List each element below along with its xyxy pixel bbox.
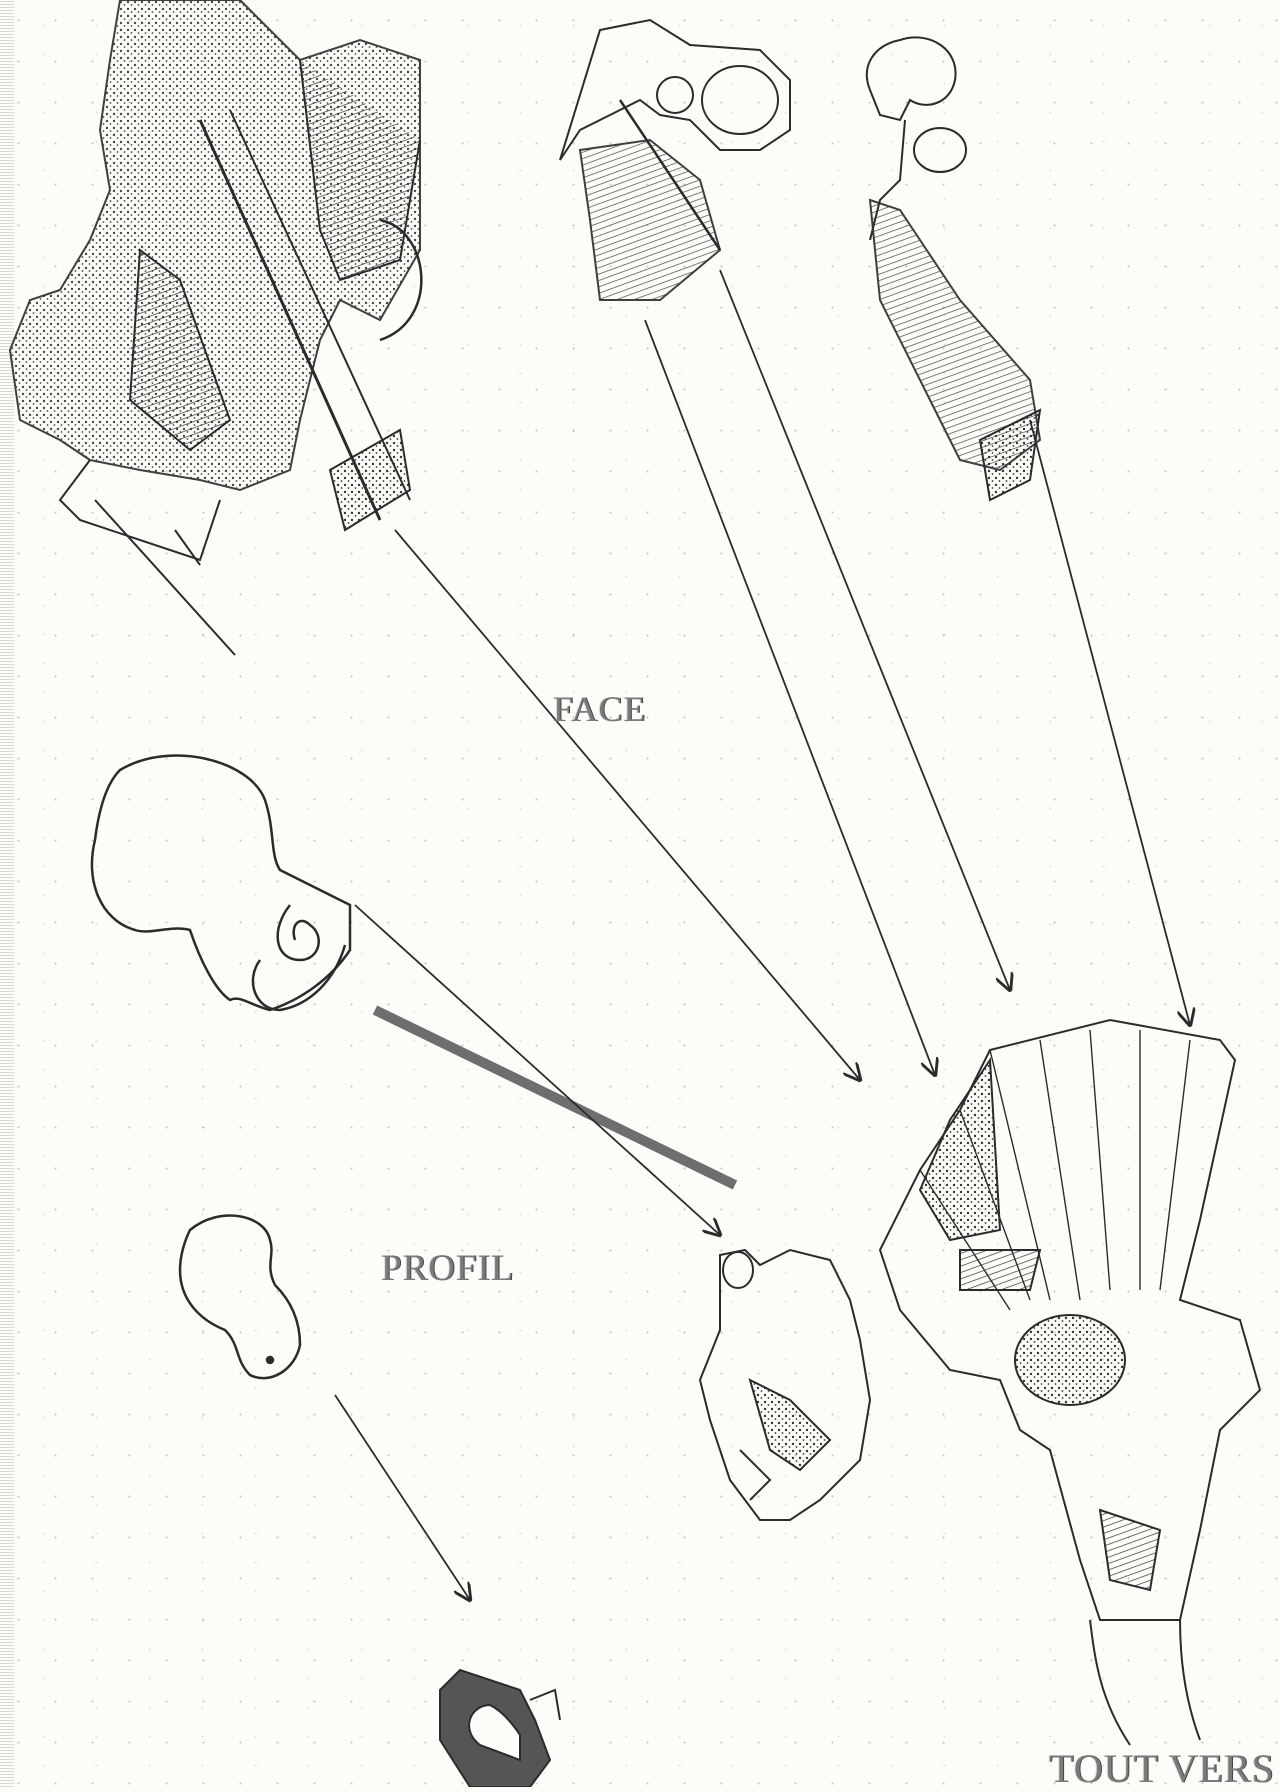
label-profil: PROFIL — [381, 1247, 514, 1290]
arrow-profile-to-tibia — [355, 905, 720, 1235]
hip-joint-front-drawing — [560, 20, 790, 300]
femur-head-profile-drawing — [180, 1216, 300, 1379]
arrow-femur-to-knee — [1030, 420, 1190, 1025]
joint-detail-drawing — [440, 1670, 560, 1787]
knee-tibia-drawing — [700, 1250, 870, 1520]
knee-muscle-fan-drawing — [880, 1020, 1260, 1745]
pelvis-front-drawing — [10, 0, 421, 655]
pelvis-profile-drawing — [92, 756, 735, 1185]
label-bottom-caption: TOUT VERS LA — [1049, 1745, 1280, 1792]
femur-muscle-drawing — [867, 37, 1040, 500]
arrow-pelvis-to-knee — [395, 530, 860, 1080]
arrow-femur-head-to-joint — [335, 1395, 470, 1600]
label-face: FACE — [553, 688, 646, 730]
